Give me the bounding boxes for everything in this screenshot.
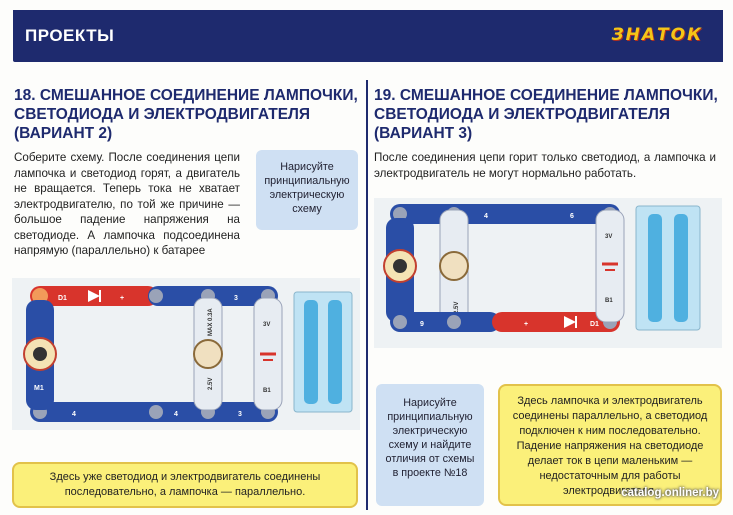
wire-label-4: 4 bbox=[484, 213, 488, 220]
led-plus: + bbox=[120, 295, 124, 302]
battery-pack bbox=[293, 291, 353, 413]
motor-icon bbox=[393, 259, 407, 273]
battery-voltage: 3V bbox=[263, 322, 270, 328]
bulb-icon bbox=[193, 339, 223, 369]
brand-logo: ЗНАТОК bbox=[611, 25, 703, 45]
wire-label-4b: 4 bbox=[174, 411, 178, 418]
battery-pack bbox=[635, 205, 701, 331]
bulb-voltage: 2.5V bbox=[208, 378, 214, 390]
column-divider bbox=[366, 80, 368, 510]
project-18-note: Нарисуйте принципиальную электрическую с… bbox=[256, 150, 358, 230]
project-19-circuit: 4 6 2.5V 9 + D1 3V B1 bbox=[374, 198, 722, 348]
led-module bbox=[492, 312, 620, 332]
watermark: catalog.onliner.by bbox=[621, 487, 719, 499]
battery-id: B1 bbox=[263, 388, 271, 394]
project-18-circuit: + D1 3 4 4 3 M1 MAX 0.3A 2.5V 3V B1 bbox=[12, 278, 360, 430]
bulb-icon bbox=[439, 251, 469, 281]
page-header: ПРОЕКТЫ ЗНАТОК bbox=[13, 10, 723, 62]
battery-voltage: 3V bbox=[605, 234, 612, 240]
project-18-summary: Здесь уже светодиод и электродвигатель с… bbox=[12, 462, 358, 508]
wire-label-3b: 3 bbox=[238, 411, 242, 418]
project-19-text: После соединения цепи горит только свето… bbox=[374, 151, 716, 180]
wire-bottom bbox=[390, 312, 500, 332]
section-title: ПРОЕКТЫ bbox=[25, 26, 115, 45]
wire-label-3: 3 bbox=[234, 295, 238, 302]
wire-label-9: 9 bbox=[420, 321, 424, 328]
led-plus: + bbox=[524, 321, 528, 328]
bulb-voltage: 2.5V bbox=[454, 302, 460, 314]
led-icon bbox=[564, 316, 576, 328]
project-18-title: 18. СМЕШАННОЕ СОЕДИНЕНИЕ ЛАМПОЧКИ, СВЕТО… bbox=[14, 87, 358, 142]
project-19-title: 19. СМЕШАННОЕ СОЕДИНЕНИЕ ЛАМПОЧКИ, СВЕТО… bbox=[374, 87, 718, 142]
battery-id: B1 bbox=[605, 298, 613, 304]
led-label: D1 bbox=[590, 321, 599, 328]
bulb-max: MAX 0.3A bbox=[208, 308, 214, 336]
motor-icon bbox=[33, 347, 47, 361]
motor-label: M1 bbox=[34, 385, 44, 392]
wire-label-6: 6 bbox=[570, 213, 574, 220]
wire-label-4a: 4 bbox=[72, 411, 76, 418]
led-label: D1 bbox=[58, 295, 67, 302]
project-18-text: Соберите схему. После соединения цепи ла… bbox=[14, 151, 240, 257]
project-19-note: Нарисуйте принципиальную электрическую с… bbox=[376, 384, 484, 506]
wire-top bbox=[390, 204, 620, 224]
project-19-summary: Здесь лампочка и электродвигатель соедин… bbox=[498, 384, 722, 506]
led-icon bbox=[88, 290, 100, 302]
